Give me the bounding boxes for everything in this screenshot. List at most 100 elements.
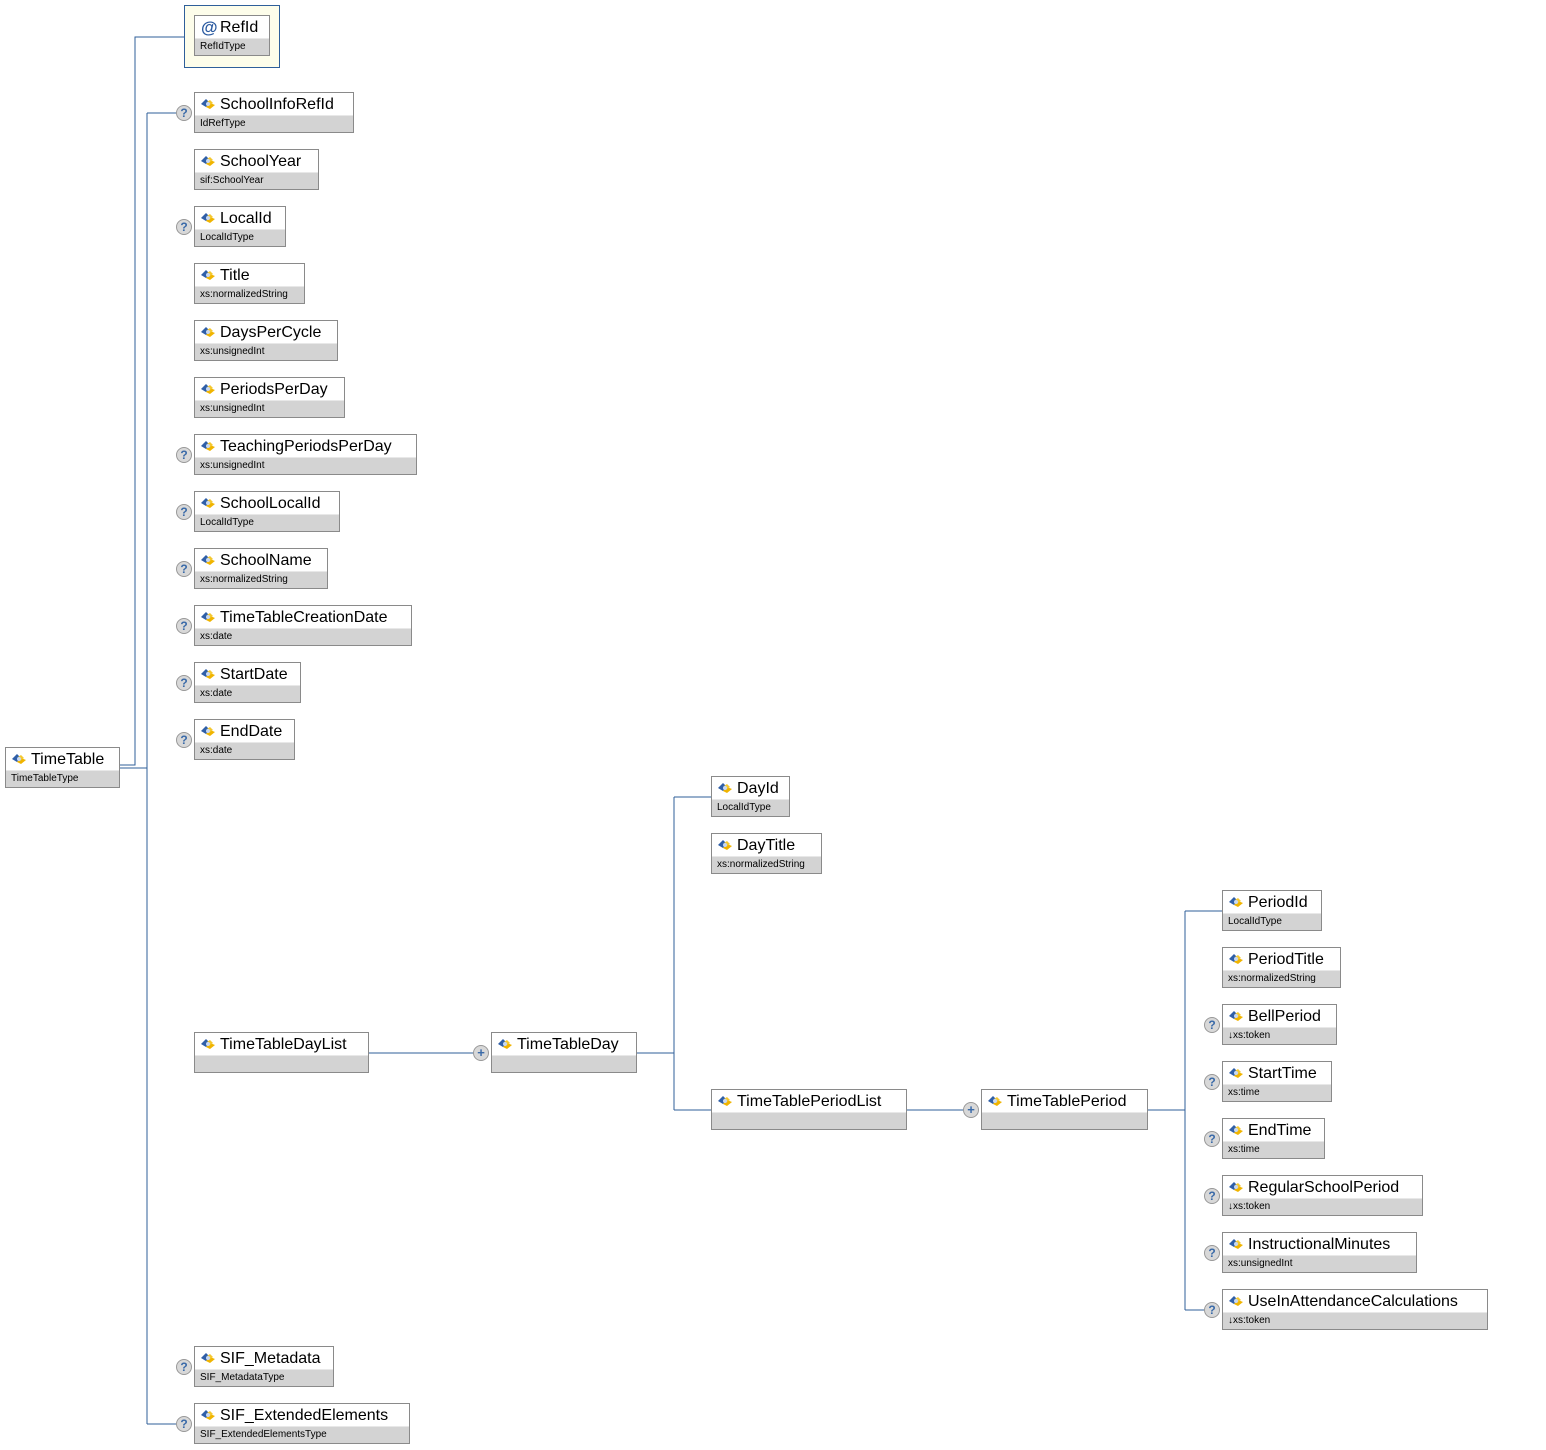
element-icon — [201, 498, 215, 508]
expand-button[interactable]: + — [963, 1102, 979, 1118]
element-name-text: LocalId — [220, 210, 272, 227]
node-dayspercycle[interactable]: DaysPerCycle xs:unsignedInt — [194, 320, 338, 361]
element-type: RefIdType — [195, 38, 269, 55]
element-icon — [1229, 1239, 1243, 1249]
element-name: StartTime — [1223, 1062, 1331, 1086]
optional-icon: ? — [176, 447, 192, 463]
element-name-text: PeriodsPerDay — [220, 381, 328, 398]
element-name: RegularSchoolPeriod — [1223, 1176, 1422, 1200]
node-timetableperiodlist[interactable]: TimeTablePeriodList — [711, 1089, 907, 1130]
element-icon — [498, 1039, 512, 1049]
element-type: ↓xs:token — [1223, 1027, 1336, 1044]
element-name: StartDate — [195, 663, 300, 687]
element-type: SIF_ExtendedElementsType — [195, 1426, 409, 1443]
optional-icon: ? — [176, 504, 192, 520]
element-icon — [1229, 1296, 1243, 1306]
element-name: TimeTablePeriod — [982, 1090, 1147, 1114]
element-name: BellPeriod — [1223, 1005, 1336, 1029]
optional-icon: ? — [176, 219, 192, 235]
element-name: TimeTablePeriodList — [712, 1090, 906, 1114]
element-icon — [201, 555, 215, 565]
element-name: UseInAttendanceCalculations — [1223, 1290, 1487, 1314]
element-name-text: EndTime — [1248, 1122, 1312, 1139]
element-name-text: DaysPerCycle — [220, 324, 322, 341]
optional-icon: ? — [1204, 1302, 1220, 1318]
element-name-text: TimeTableCreationDate — [220, 609, 388, 626]
element-icon — [201, 99, 215, 109]
element-name-text: RegularSchoolPeriod — [1248, 1179, 1400, 1196]
element-icon — [201, 213, 215, 223]
optional-icon: ? — [1204, 1074, 1220, 1090]
element-name-text: SchoolInfoRefId — [220, 96, 334, 113]
expand-button[interactable]: + — [473, 1045, 489, 1061]
node-timetableday[interactable]: TimeTableDay — [491, 1032, 637, 1073]
element-name: SIF_ExtendedElements — [195, 1404, 409, 1428]
element-type — [492, 1055, 636, 1072]
node-bellperiod[interactable]: BellPeriod↓xs:token — [1222, 1004, 1337, 1045]
node-useinattendancecalculations[interactable]: UseInAttendanceCalculations↓xs:token — [1222, 1289, 1488, 1330]
element-type: LocalIdType — [1223, 913, 1321, 930]
element-icon — [1229, 1125, 1243, 1135]
element-name: PeriodTitle — [1223, 948, 1340, 972]
element-name: DaysPerCycle — [195, 321, 337, 345]
optional-icon: ? — [176, 1359, 192, 1375]
connector-attribute — [120, 36, 184, 766]
optional-icon: ? — [176, 561, 192, 577]
element-icon — [1229, 954, 1243, 964]
node-periodsperday[interactable]: PeriodsPerDay xs:unsignedInt — [194, 377, 345, 418]
optional-icon: ? — [176, 732, 192, 748]
element-type — [195, 1055, 368, 1072]
element-type: LocalIdType — [712, 799, 789, 816]
element-type: xs:normalizedString — [195, 286, 304, 303]
element-icon — [201, 1410, 215, 1420]
element-type: xs:unsignedInt — [195, 343, 337, 360]
element-name-text: PeriodId — [1248, 894, 1308, 911]
element-name: SchoolYear — [195, 150, 318, 174]
element-type: xs:normalizedString — [712, 856, 821, 873]
element-name: @RefId — [195, 16, 269, 40]
element-name-text: TeachingPeriodsPerDay — [220, 438, 392, 455]
node-regularschoolperiod[interactable]: RegularSchoolPeriod↓xs:token — [1222, 1175, 1423, 1216]
element-name: PeriodId — [1223, 891, 1321, 915]
element-name: TimeTableDayList — [195, 1033, 368, 1057]
element-type: SIF_MetadataType — [195, 1369, 333, 1386]
optional-icon: ? — [1204, 1245, 1220, 1261]
element-name-text: TimeTablePeriodList — [737, 1093, 882, 1110]
element-icon — [201, 726, 215, 736]
element-type: TimeTableType — [6, 770, 119, 787]
element-type: IdRefType — [195, 115, 353, 132]
element-icon — [201, 612, 215, 622]
node-timetabledaylist[interactable]: TimeTableDayList — [194, 1032, 369, 1073]
element-icon — [718, 840, 732, 850]
element-name: EndDate — [195, 720, 294, 744]
element-name-text: StartTime — [1248, 1065, 1317, 1082]
element-type: xs:unsignedInt — [195, 400, 344, 417]
element-name: TimeTableCreationDate — [195, 606, 411, 630]
optional-icon: ? — [176, 1416, 192, 1432]
optional-icon: ? — [1204, 1131, 1220, 1147]
node-timetableperiod[interactable]: TimeTablePeriod — [981, 1089, 1148, 1130]
element-type: LocalIdType — [195, 514, 339, 531]
element-icon — [1229, 1011, 1243, 1021]
